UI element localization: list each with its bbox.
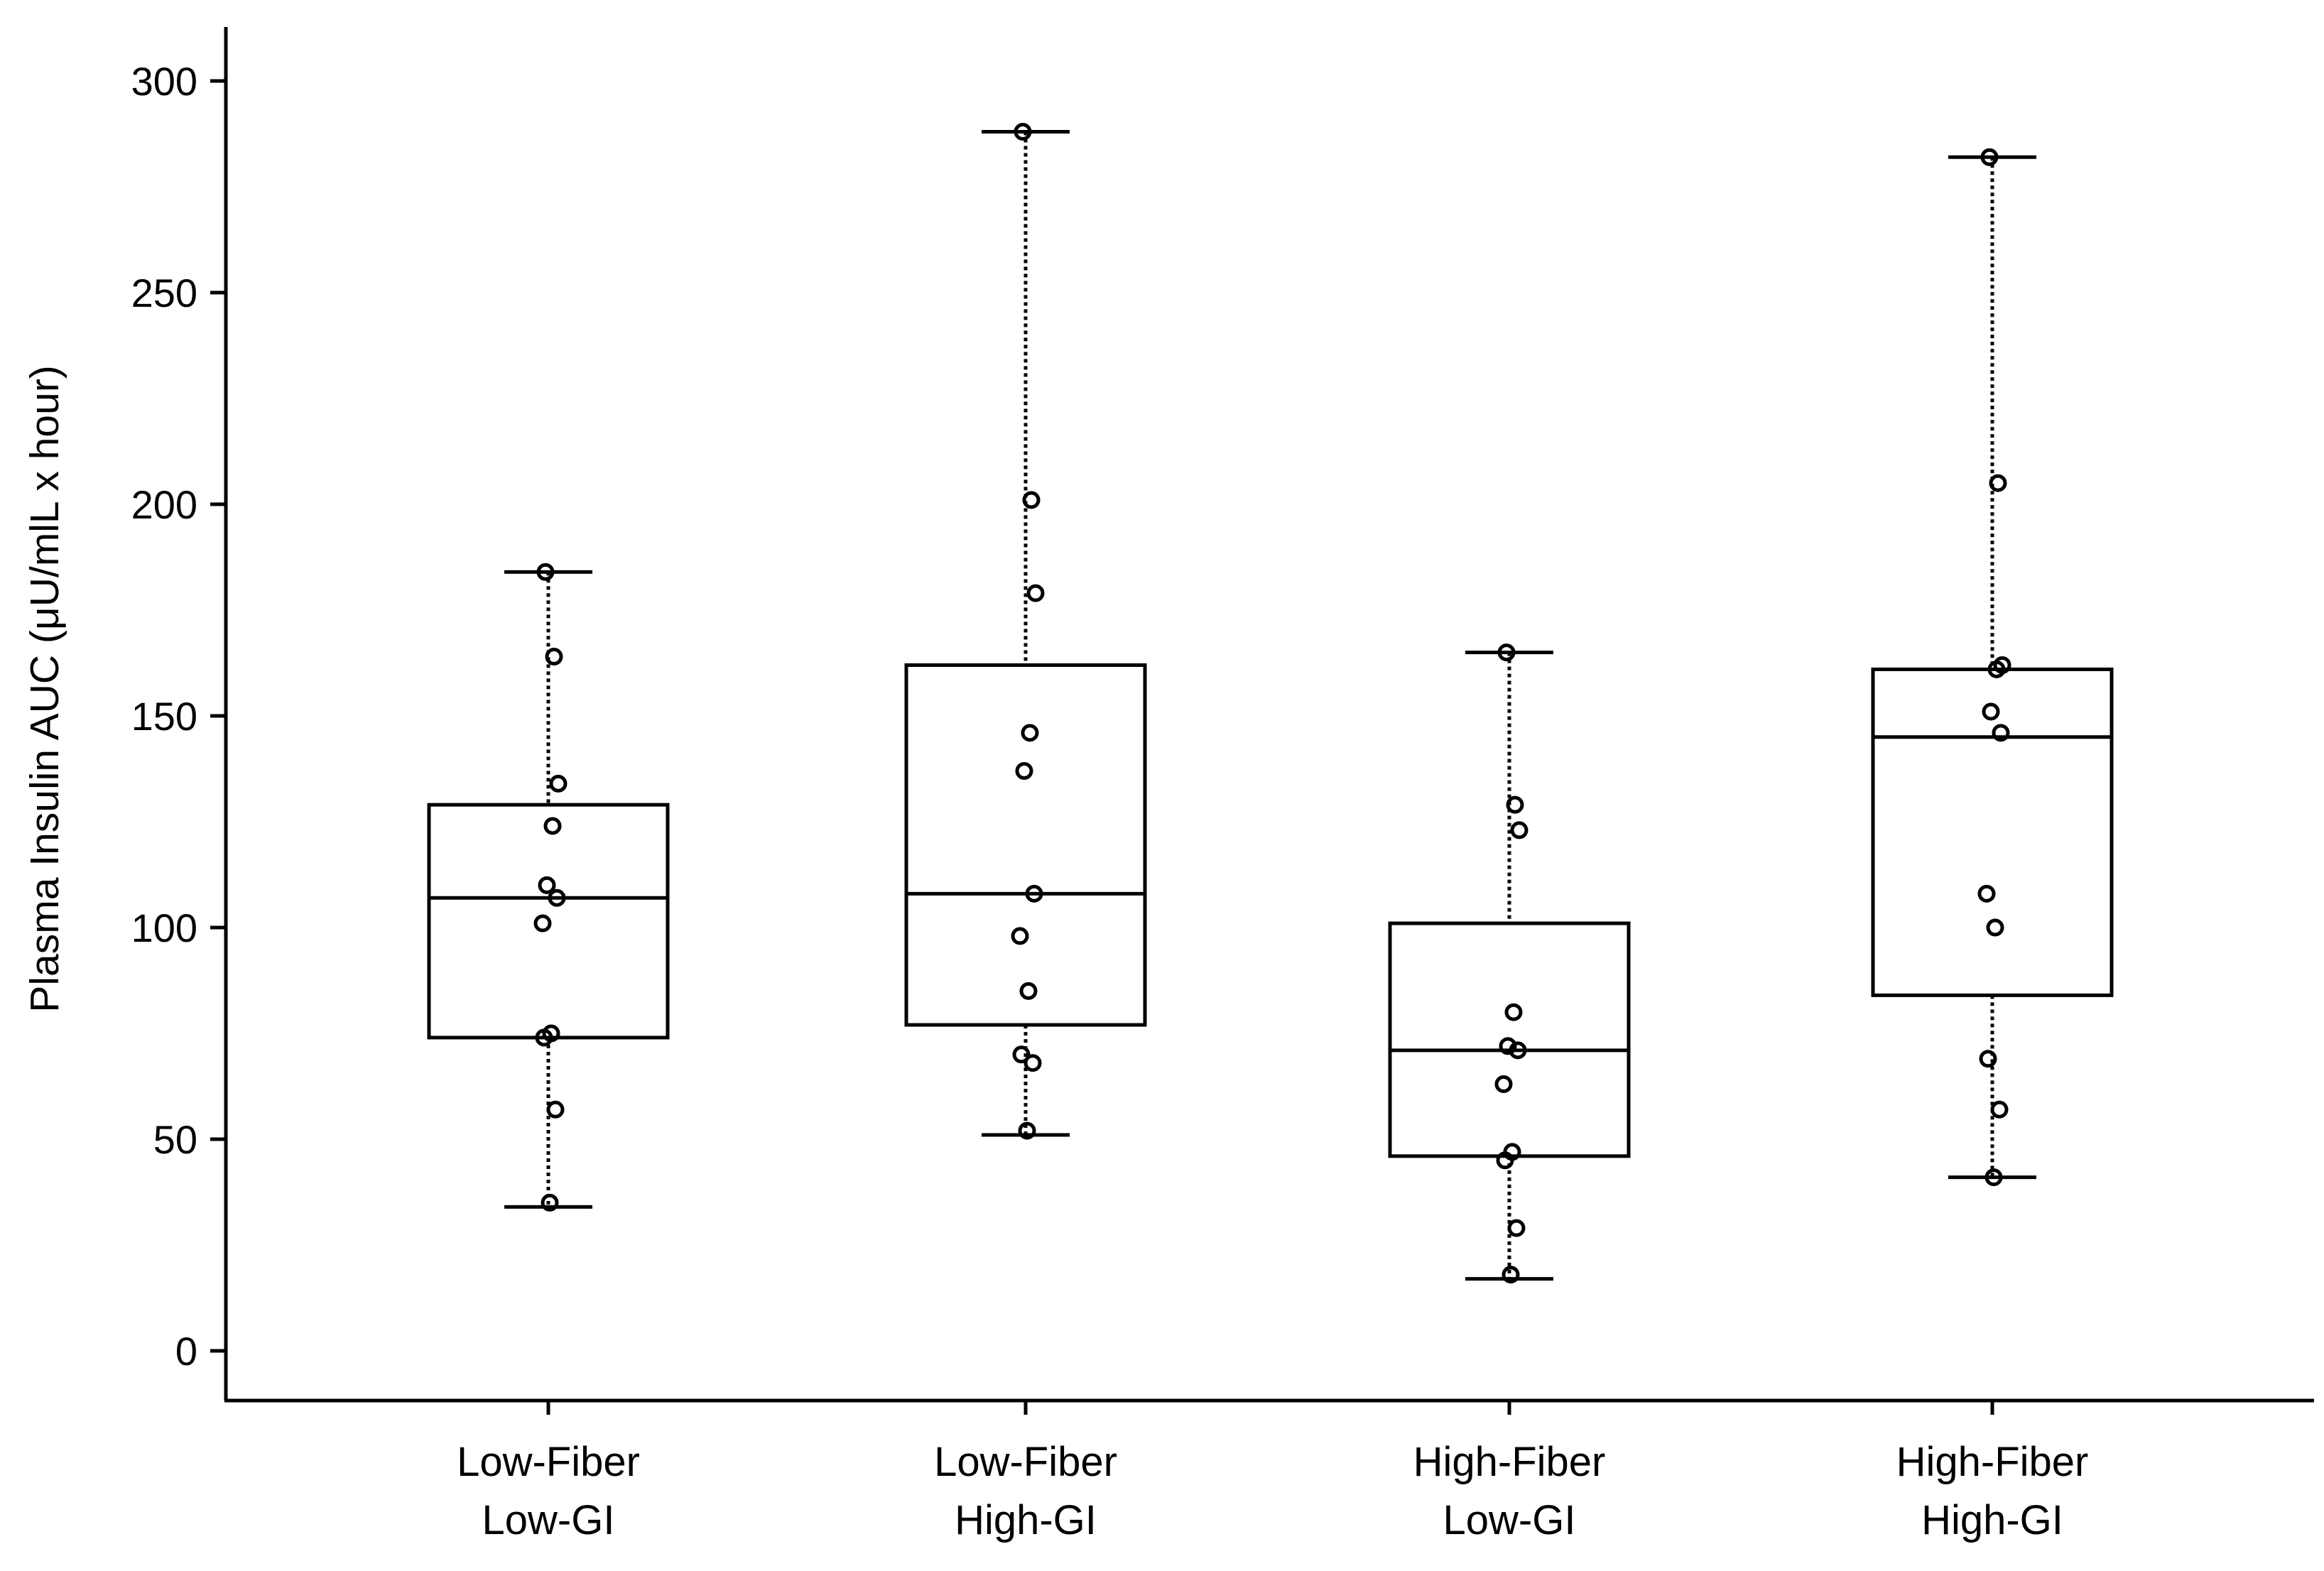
data-point	[1015, 761, 1033, 780]
data-point	[1494, 1075, 1513, 1094]
data-point	[1989, 474, 2007, 492]
x-category-label-line: High-Fiber	[1413, 1439, 1606, 1485]
box-group	[1871, 148, 2114, 1187]
data-point	[546, 1100, 565, 1119]
data-point	[535, 1028, 553, 1047]
data-point	[536, 562, 555, 581]
y-tick-label: 150	[131, 694, 197, 739]
data-point	[1510, 821, 1528, 839]
data-point	[1509, 1041, 1527, 1060]
data-point	[533, 914, 552, 933]
data-point	[1497, 643, 1516, 662]
box-group	[904, 123, 1147, 1140]
data-point	[1506, 795, 1524, 814]
data-point	[548, 888, 566, 907]
y-tick-label: 100	[131, 906, 197, 950]
data-point	[1019, 982, 1038, 1000]
data-point	[1025, 884, 1043, 903]
data-point	[1977, 884, 1996, 903]
x-category-label-line: Low-GI	[1443, 1497, 1576, 1543]
data-point	[1496, 1151, 1514, 1170]
box-group	[427, 562, 670, 1212]
data-point	[1026, 584, 1045, 602]
data-point	[1502, 1266, 1520, 1284]
box	[904, 663, 1147, 1027]
box	[1871, 667, 2114, 997]
data-point	[1990, 1100, 2009, 1119]
data-point	[1022, 491, 1041, 509]
y-tick-label: 250	[131, 271, 197, 315]
data-point	[1982, 702, 2000, 721]
data-point	[1018, 1121, 1036, 1140]
y-tick-label: 300	[131, 59, 197, 104]
data-point	[1987, 660, 2006, 678]
data-point	[1507, 1219, 1526, 1237]
x-category-label-line: High-GI	[955, 1497, 1097, 1543]
x-category-label-line: Low-Fiber	[457, 1439, 640, 1485]
data-point	[1014, 123, 1032, 141]
data-point	[1011, 927, 1029, 945]
box-group	[1388, 643, 1631, 1284]
y-tick-label: 0	[175, 1329, 197, 1374]
data-point	[545, 648, 563, 666]
data-point	[1012, 1045, 1031, 1064]
x-category-label-line: High-GI	[1921, 1497, 2063, 1543]
data-point	[1023, 1054, 1042, 1072]
data-point	[1992, 724, 2010, 742]
y-tick-label: 50	[153, 1117, 197, 1162]
data-point	[1984, 1168, 2003, 1187]
data-point	[541, 1193, 559, 1212]
data-point	[1980, 148, 1999, 166]
y-tick-label: 200	[131, 482, 197, 527]
data-point	[543, 817, 562, 835]
data-point	[1979, 1050, 1997, 1068]
data-point	[549, 774, 568, 793]
data-point	[1499, 1037, 1517, 1055]
data-point	[1504, 1003, 1523, 1021]
plot-area	[427, 123, 2114, 1284]
box	[427, 803, 670, 1040]
x-category-label-line: Low-GI	[482, 1497, 615, 1543]
x-category-label-line: High-Fiber	[1896, 1439, 2089, 1485]
x-category-label-line: Low-Fiber	[934, 1439, 1117, 1485]
y-axis-title: Plasma Insulin AUC (μU/mlL x hour)	[22, 365, 67, 1012]
data-point	[1986, 918, 2004, 937]
data-point	[1021, 724, 1039, 742]
data-point	[538, 876, 556, 894]
